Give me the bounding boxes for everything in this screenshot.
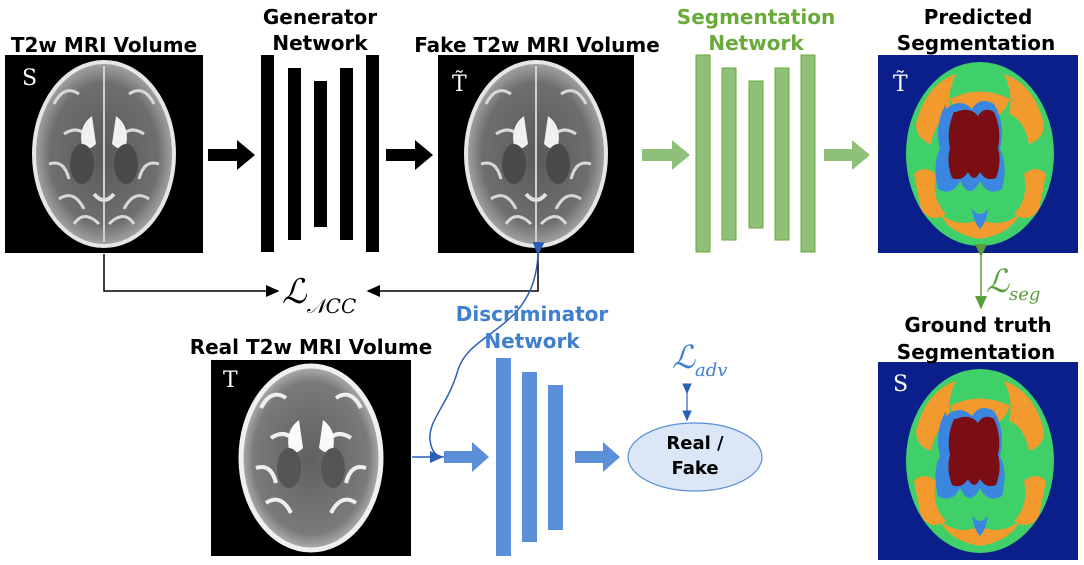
ncc-connectors (103, 254, 539, 297)
predicted-image-letter: T̃ (893, 72, 908, 97)
discriminator-network (496, 358, 563, 556)
ground-truth-image-letter: S (893, 372, 909, 397)
ncc-loss-symbol: ℒ (282, 272, 307, 312)
fake-to-segmentation-arrow (642, 140, 690, 170)
ncc-loss-label: ℒ𝒩CC (282, 272, 356, 318)
generator-layer (366, 55, 379, 252)
segmentation-title-line2: Network (708, 31, 804, 55)
adv-loss-label: ℒadv (672, 338, 727, 381)
thick-arrows (208, 140, 870, 472)
input-to-generator-arrow (208, 140, 255, 170)
generator-layer (261, 55, 274, 252)
segmentation-network (695, 54, 816, 253)
segmentation-layer (748, 80, 764, 229)
discriminator-layer (496, 358, 511, 556)
predicted-segmentation-image (878, 55, 1078, 253)
predicted-title-line2: Segmentation (896, 31, 1056, 55)
ground-truth-segmentation-image (878, 362, 1078, 560)
discriminator-layer (548, 385, 563, 530)
adv-loss-symbol: ℒ (672, 338, 696, 376)
segmentation-layer (800, 54, 816, 253)
discriminator-layer (522, 372, 537, 542)
segmentation-layer (774, 67, 790, 241)
real-fake-ellipse (627, 422, 763, 492)
discriminator-to-output-arrow (575, 442, 620, 472)
real-to-discriminator-arrow (444, 442, 489, 472)
generator-network (261, 55, 379, 252)
generator-layer (314, 81, 327, 227)
segmentation-layer (721, 67, 737, 241)
seg-loss-symbol: ℒ (986, 262, 1010, 300)
real-fake-text-line1: Real / (666, 433, 724, 454)
input-volume-title: T2w MRI Volume (10, 33, 198, 57)
segmentation-title-line1: Segmentation (676, 5, 836, 29)
input-mri-image (5, 55, 203, 253)
fake-to-discriminator-curve (429, 241, 545, 458)
predicted-title-line1: Predicted (923, 5, 1033, 29)
seg-loss-label: ℒseg (986, 262, 1040, 305)
generator-title-line2: Network (272, 31, 368, 55)
fake-image-letter: T̃ (452, 72, 467, 97)
generator-layer (340, 68, 353, 240)
discriminator-title-line2: Network (484, 329, 580, 353)
generator-layer (288, 68, 301, 240)
fake-volume-title: Fake T2w MRI Volume (414, 33, 660, 57)
adv-loss-subscript: adv (695, 360, 728, 381)
fake-mri-image (438, 55, 634, 253)
ncc-loss-subscript: 𝒩CC (306, 294, 357, 318)
segmentation-layer (695, 54, 711, 253)
real-fake-text-line2: Fake (671, 458, 719, 479)
ground-truth-title-line2: Segmentation (896, 340, 1056, 364)
discriminator-title-line1: Discriminator (455, 302, 609, 326)
segmentation-to-prediction-arrow (824, 140, 870, 170)
real-volume-title: Real T2w MRI Volume (189, 335, 433, 359)
generator-to-fake-arrow (386, 140, 433, 170)
generator-title-line1: Generator (262, 5, 378, 29)
real-mri-image (211, 360, 411, 556)
ground-truth-title-line1: Ground truth (904, 313, 1052, 337)
input-image-letter: S (22, 66, 38, 91)
real-image-letter: T (223, 368, 238, 393)
seg-loss-subscript: seg (1009, 284, 1041, 305)
